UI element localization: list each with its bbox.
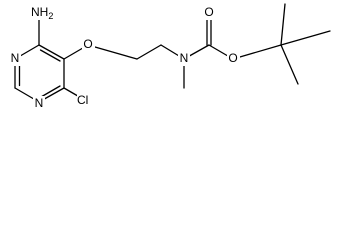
atom-o-carbonyl: O <box>204 5 213 19</box>
atom-o-ester: O <box>228 51 237 65</box>
bonds <box>14 3 331 103</box>
bond-tbu-top <box>280 3 286 46</box>
atom-labels: NH2 N N O Cl N O O <box>9 5 240 110</box>
bond-tbu-bottom <box>280 44 299 85</box>
bond-c5-c4 <box>38 44 65 60</box>
bond-ch2-ch2 <box>136 44 162 60</box>
molecule-diagram: NH2 N N O Cl N O O <box>9 3 331 110</box>
atom-o-ether: O <box>83 37 92 51</box>
bond-tbu-right <box>280 30 331 46</box>
atom-cl: Cl <box>77 93 88 107</box>
bond-c5-c4-inner <box>39 49 61 62</box>
atom-nh2: NH2 <box>31 5 53 21</box>
atom-n-ring-bottom: N <box>35 96 44 110</box>
bond-n1-c6-inner <box>40 85 61 98</box>
bond-o-tbu <box>232 44 282 60</box>
bond-o-ch2 <box>87 44 138 60</box>
atom-n-ring-top: N <box>11 51 20 65</box>
atom-n-carbamate: N <box>180 51 189 65</box>
